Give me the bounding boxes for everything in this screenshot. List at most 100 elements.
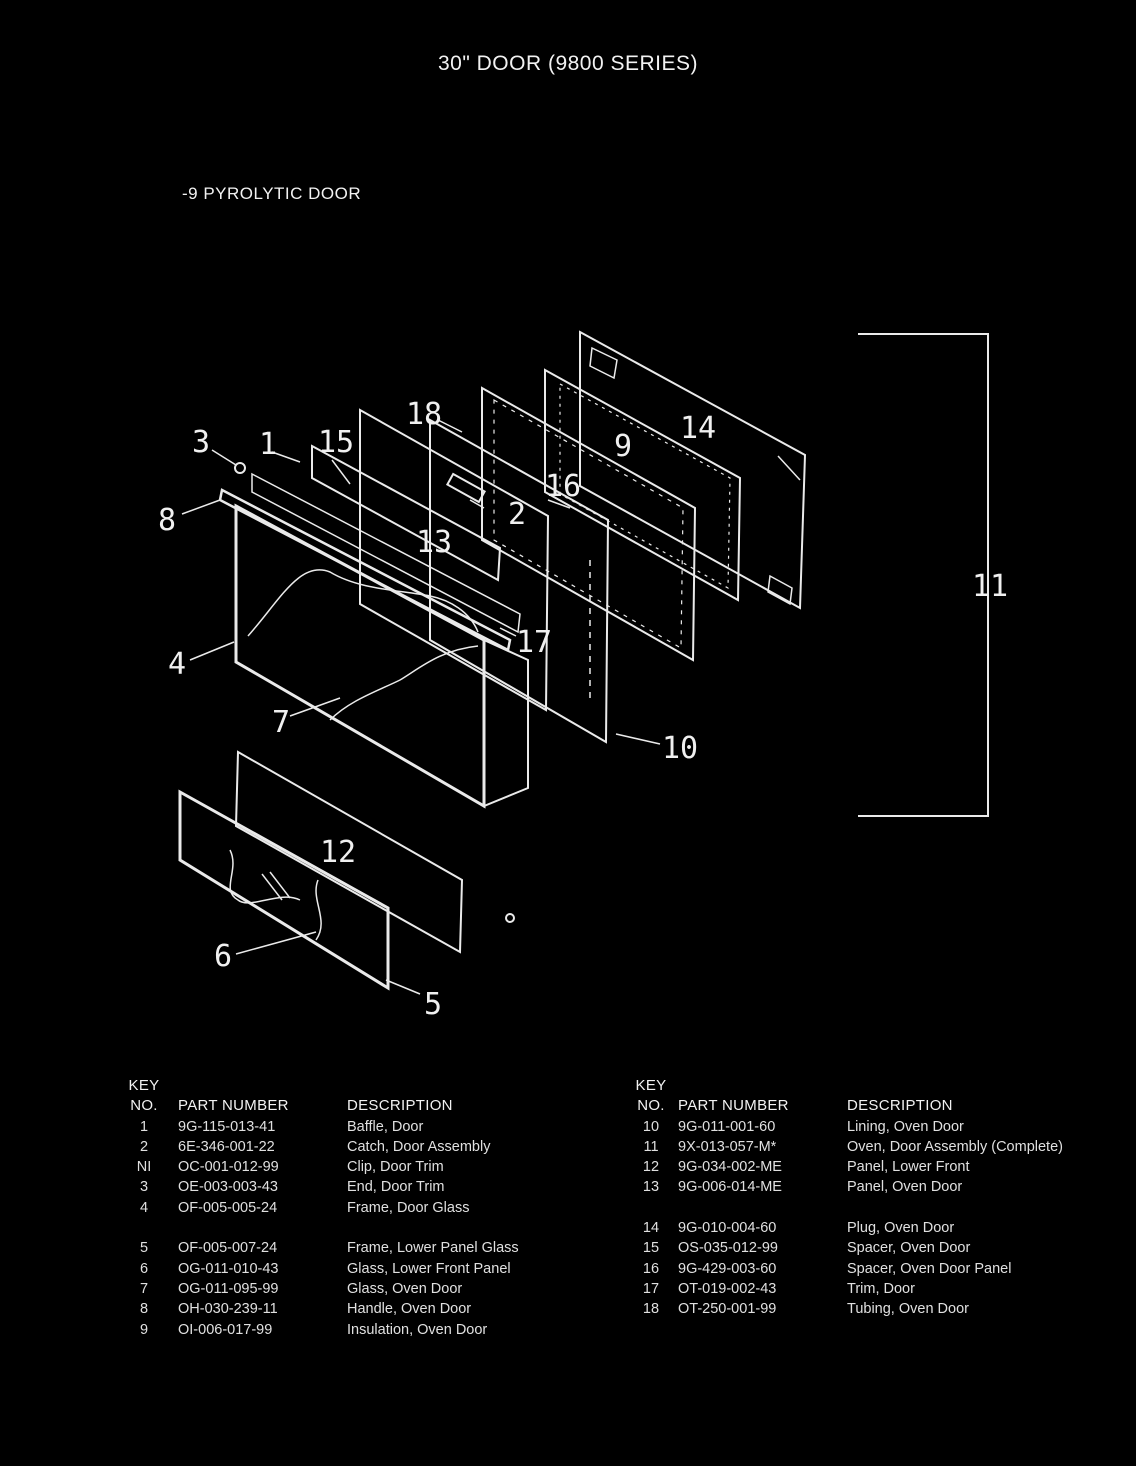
callout-14: 14 xyxy=(680,411,716,446)
key-cell: 14 xyxy=(642,1220,660,1237)
description-cell: Insulation, Oven Door xyxy=(347,1321,488,1338)
key-cell: 11 xyxy=(643,1138,659,1155)
description-cell: Glass, Oven Door xyxy=(347,1280,463,1297)
part-13-door-panel xyxy=(359,408,550,712)
part-number-cell: OF-005-005-24 xyxy=(178,1199,278,1216)
description-cell: Plug, Oven Door xyxy=(847,1220,955,1237)
callout-13: 13 xyxy=(416,525,452,560)
callout-17: 17 xyxy=(516,625,552,660)
key-cell: 16 xyxy=(642,1260,660,1277)
part-number-cell xyxy=(678,1198,847,1218)
key-cell: 4 xyxy=(139,1199,149,1216)
callout-15: 15 xyxy=(318,425,354,460)
part-number-cell: OG-011-010-43 xyxy=(178,1260,279,1277)
description-cell xyxy=(847,1198,1127,1218)
description-cell: Tubing, Oven Door xyxy=(847,1301,969,1318)
description-cell: Frame, Door Glass xyxy=(347,1199,470,1216)
part-number-cell: OG-011-095-99 xyxy=(178,1280,279,1297)
description-cell: Catch, Door Assembly xyxy=(347,1138,491,1155)
header-part-number: PART NUMBER xyxy=(178,1097,289,1115)
description-cell: Spacer, Oven Door Panel xyxy=(847,1260,1012,1277)
table-row: 4 OF-005-005-24 Frame, Door Glass xyxy=(110,1198,547,1218)
key-cell xyxy=(110,1218,178,1238)
table-row: 1 9G-115-013-41 Baffle, Door xyxy=(110,1117,547,1137)
part-number-cell: 9G-429-003-60 xyxy=(678,1260,777,1277)
key-cell: 5 xyxy=(139,1240,149,1257)
part-number-cell: OS-035-012-99 xyxy=(678,1240,778,1257)
callout-3: 3 xyxy=(192,425,210,460)
part-number-cell: OT-019-002-43 xyxy=(678,1280,777,1297)
callout-11: 11 xyxy=(972,569,1008,604)
part-12-lower-panel xyxy=(234,750,464,954)
table-row: 3 OE-003-003-43 End, Door Trim xyxy=(110,1177,547,1197)
description-cell: Oven, Door Assembly (Complete) xyxy=(847,1138,1063,1155)
part-number-cell: OH-030-239-11 xyxy=(178,1301,278,1318)
diagram-subtitle: -9 PYROLYTIC DOOR xyxy=(182,184,362,203)
description-cell: Frame, Lower Panel Glass xyxy=(347,1240,519,1257)
part-4-frame-door-glass xyxy=(234,503,529,809)
description-cell: Trim, Door xyxy=(847,1280,915,1297)
part-8-handle xyxy=(218,488,512,652)
part-5-lower-panel-frame xyxy=(178,789,390,991)
table-row xyxy=(624,1198,1127,1218)
part-6-lower-panel-glass xyxy=(229,849,322,941)
table-row: 8 OH-030-239-11 Handle, Oven Door xyxy=(110,1299,547,1319)
callout-4: 4 xyxy=(168,647,186,682)
part-7-glass-oven-door xyxy=(247,569,479,721)
callout-16: 16 xyxy=(545,469,581,504)
description-cell: Spacer, Oven Door xyxy=(847,1240,971,1257)
header-description: DESCRIPTION xyxy=(847,1097,953,1115)
part-number-cell: 9G-006-014-ME xyxy=(678,1179,782,1196)
key-cell: 3 xyxy=(139,1179,149,1196)
header-no: NO. xyxy=(637,1097,665,1115)
callout-8: 8 xyxy=(158,503,176,538)
assembly-bracket-11 xyxy=(858,333,989,817)
header-key: KEY xyxy=(128,1077,160,1094)
callout-10: 10 xyxy=(662,731,698,766)
part-number-cell: 9G-011-001-60 xyxy=(678,1118,776,1135)
key-cell: 18 xyxy=(642,1301,660,1318)
part-number-cell: 9G-010-004-60 xyxy=(678,1220,777,1237)
description-cell: Baffle, Door xyxy=(347,1118,424,1135)
key-cell: 7 xyxy=(139,1280,149,1297)
table-row: 7 OG-011-095-99 Glass, Oven Door xyxy=(110,1279,547,1299)
table-row: 16 9G-429-003-60 Spacer, Oven Door Panel xyxy=(624,1259,1127,1279)
key-cell: 9 xyxy=(139,1321,149,1338)
part-number-cell xyxy=(178,1218,347,1238)
part-number-cell: OT-250-001-99 xyxy=(678,1301,777,1318)
callout-7: 7 xyxy=(272,705,290,740)
part-number-cell: OE-003-003-43 xyxy=(178,1179,278,1196)
part-14-plug xyxy=(579,330,807,610)
header-key: KEY xyxy=(635,1077,667,1094)
key-cell: 10 xyxy=(642,1118,660,1135)
callout-1: 1 xyxy=(259,427,277,462)
header-description: DESCRIPTION xyxy=(347,1097,453,1115)
callout-6: 6 xyxy=(214,939,232,974)
key-cell: 13 xyxy=(642,1179,660,1196)
description-cell: Handle, Oven Door xyxy=(347,1301,472,1318)
description-cell: Glass, Lower Front Panel xyxy=(347,1260,511,1277)
callout-18: 18 xyxy=(406,397,442,432)
part-number-cell: OI-006-017-99 xyxy=(178,1321,273,1338)
key-cell: 1 xyxy=(139,1118,149,1135)
description-cell xyxy=(347,1218,547,1238)
description-cell: End, Door Trim xyxy=(347,1179,445,1196)
callout-12: 12 xyxy=(320,835,356,870)
description-cell: Panel, Lower Front xyxy=(847,1159,970,1176)
key-cell: 2 xyxy=(139,1138,149,1155)
callout-5: 5 xyxy=(424,987,442,1022)
key-cell: 8 xyxy=(139,1301,149,1318)
part-number-cell: 9G-115-013-41 xyxy=(178,1118,276,1135)
key-cell: NI xyxy=(136,1159,152,1176)
